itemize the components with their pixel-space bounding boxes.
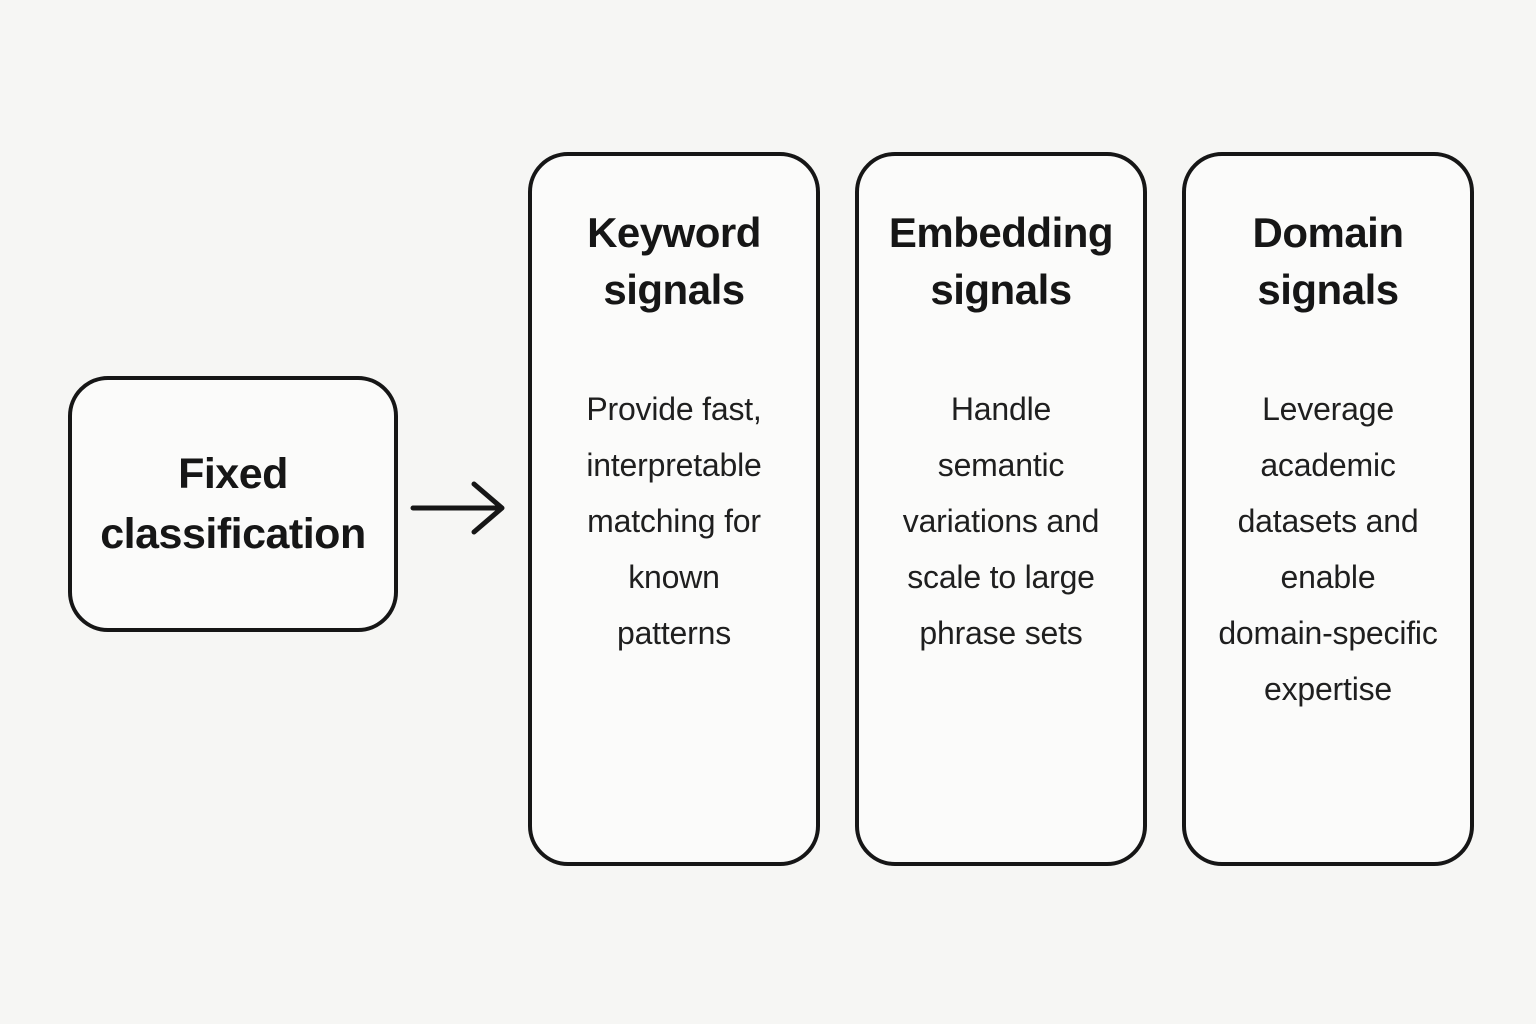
- keyword-signals-box: Keyword signals Provide fast, interpreta…: [528, 152, 820, 866]
- keyword-signals-body: Provide fast, interpretable matching for…: [586, 391, 762, 651]
- fixed-classification-label: Fixed classification: [100, 450, 366, 558]
- embedding-signals-body: Handle semantic variations and scale to …: [902, 391, 1100, 651]
- keyword-signals-title: Keyword signals: [587, 209, 761, 313]
- domain-signals-box: Domain signals Leverage academic dataset…: [1182, 152, 1474, 866]
- fixed-classification-box: Fixed classification: [68, 376, 398, 632]
- right-arrow-icon: [410, 481, 505, 535]
- domain-signals-body: Leverage academic datasets and enable do…: [1218, 391, 1438, 707]
- domain-signals-title: Domain signals: [1252, 209, 1404, 313]
- embedding-signals-title: Embedding signals: [888, 209, 1114, 313]
- embedding-signals-box: Embedding signals Handle semantic variat…: [855, 152, 1147, 866]
